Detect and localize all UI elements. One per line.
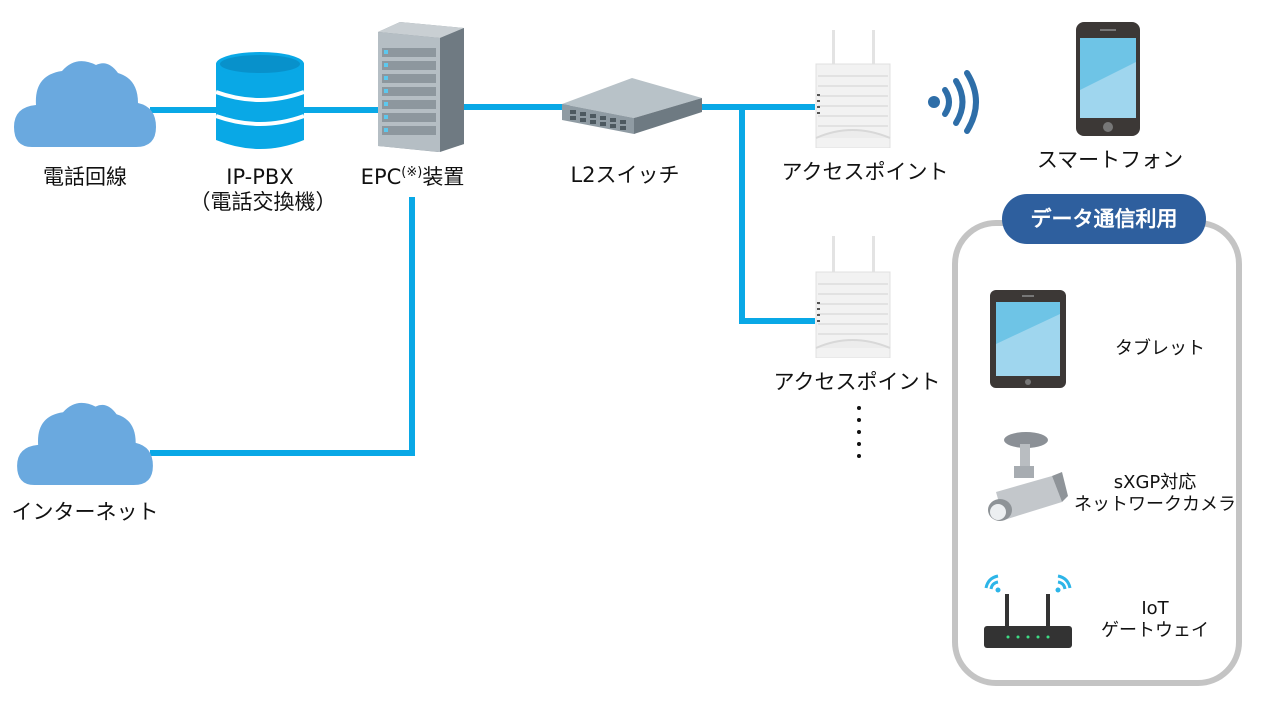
server-rack-icon [378,22,464,152]
link-switch-ap2 [739,318,815,324]
router-icon [984,574,1072,648]
l2-switch-label: L2スイッチ [570,163,680,187]
cloud-icon [17,402,153,485]
smartphone-label: スマートフォン [1036,148,1184,172]
link-epc-switch [460,104,570,110]
link-phoneline-pbx [150,107,220,113]
access-point-icon [815,236,891,358]
network-camera-label-line2: ネットワークカメラ [1074,494,1236,515]
phone-line-label: 電話回線 [43,165,127,189]
link-epc-internet-horizontal [150,450,415,456]
access-point-icon [815,30,891,148]
link-switch-ap1 [700,104,815,110]
tablet-label: タブレット [1115,338,1205,359]
epc-label: EPC(※)装置 [345,165,480,190]
security-camera-icon [988,432,1068,521]
link-epc-internet-vertical [409,197,415,456]
link-switch-branch-vertical [739,104,745,324]
ip-pbx-label: IP-PBX [226,165,294,189]
smartphone-icon [1076,22,1140,136]
internet-label: インターネット [11,500,159,524]
epc-label-prefix: EPC [360,165,402,189]
iot-gateway-label-line2: ゲートウェイ [1101,620,1209,641]
access-point-2-label: アクセスポイント [773,370,941,394]
iot-gateway-label-line1: IoT [1141,598,1169,619]
data-communication-group-title: データ通信利用 [1002,194,1206,244]
network-switch-icon [562,78,702,134]
access-point-1-label: アクセスポイント [781,160,949,184]
link-pbx-epc [302,107,382,113]
tablet-icon [990,290,1066,388]
epc-footnote-mark: (※) [401,165,423,180]
network-camera-label-line1: sXGP対応 [1113,472,1197,493]
wifi-signal-icon [928,70,979,134]
epc-label-suffix: 装置 [422,165,465,189]
ip-pbx-sublabel: （電話交換機） [189,190,337,214]
database-icon [216,52,304,149]
cloud-icon [14,61,156,147]
